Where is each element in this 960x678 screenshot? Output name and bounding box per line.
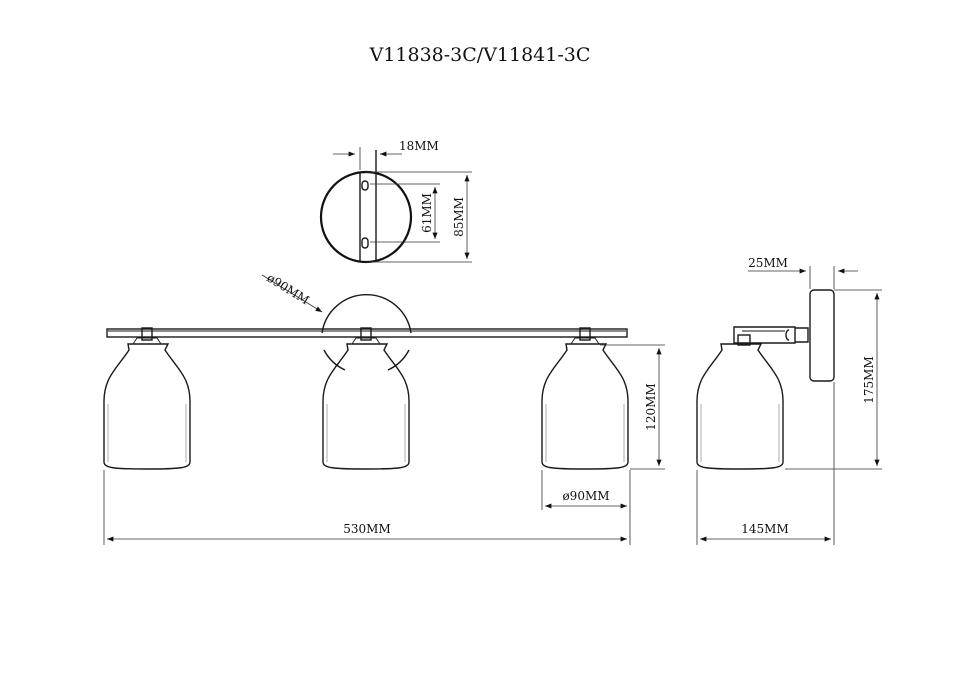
side-depth-label: 145MM	[741, 522, 788, 536]
drawing-title: V11838-3C/V11841-3C	[369, 44, 591, 66]
shade-left	[103, 337, 191, 470]
side-height-label: 175MM	[862, 356, 876, 403]
shade-right	[541, 337, 629, 470]
total-width-label: 530MM	[343, 522, 390, 536]
side-plate-depth-label: 25MM	[748, 256, 788, 270]
shade-height-label: 120MM	[644, 383, 658, 430]
side-view: 25MM 175MM 145MM	[696, 256, 882, 545]
plate-diameter-label: ø90MM	[264, 271, 311, 308]
plate-height-label: 85MM	[452, 197, 466, 237]
slot-spacing-label: 61MM	[420, 193, 434, 233]
shade-center	[322, 337, 410, 470]
shade-side	[696, 343, 784, 470]
front-view: ø90MM 120MM ø90MM 530MM	[103, 271, 665, 545]
plate-depth-label: 18MM	[399, 139, 439, 153]
shade-diameter-label: ø90MM	[562, 489, 609, 503]
mounting-plate-detail: 18MM 61MM 85MM	[319, 139, 472, 264]
